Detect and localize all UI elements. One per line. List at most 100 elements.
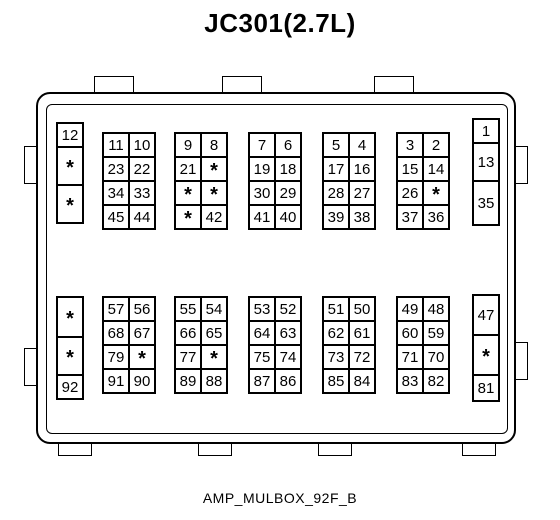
pin-cell: 47	[473, 295, 499, 335]
pin-column: **92	[56, 296, 84, 400]
unused-pin-cell: *	[57, 337, 83, 375]
pin-cell: 56	[129, 297, 155, 321]
pin-cell: 5	[323, 133, 349, 157]
housing-tab	[318, 442, 352, 456]
pin-cell: 51	[323, 297, 349, 321]
pin-cell: 63	[275, 321, 301, 345]
pin-cell: 38	[349, 205, 375, 229]
pin-cell: 72	[349, 345, 375, 369]
unused-pin-cell: *	[201, 157, 227, 181]
housing-tab	[198, 442, 232, 456]
pin-cell: 29	[275, 181, 301, 205]
pin-cell: 53	[249, 297, 275, 321]
pin-cell: 77	[175, 345, 201, 369]
pin-cell: 12	[57, 123, 83, 147]
pin-cell: 6	[275, 133, 301, 157]
pin-cell: 17	[323, 157, 349, 181]
housing-tab	[24, 348, 38, 386]
pin-cell: 44	[129, 205, 155, 229]
pin-cell: 82	[423, 369, 449, 393]
pin-cell: 18	[275, 157, 301, 181]
unused-pin-cell: *	[57, 297, 83, 337]
pin-cell: 34	[103, 181, 129, 205]
pin-cell: 1	[473, 119, 499, 143]
pin-cell: 83	[397, 369, 423, 393]
pin-cell: 35	[473, 181, 499, 225]
pin-column: 47*81	[472, 294, 500, 402]
pin-cell: 92	[57, 375, 83, 399]
pin-cell: 55	[175, 297, 201, 321]
pin-cell: 49	[397, 297, 423, 321]
pin-cell: 8	[201, 133, 227, 157]
housing-tab	[374, 76, 414, 94]
pin-cell: 74	[275, 345, 301, 369]
pin-cell: 79	[103, 345, 129, 369]
pin-cell: 10	[129, 133, 155, 157]
pin-cell: 37	[397, 205, 423, 229]
pin-cell: 90	[129, 369, 155, 393]
pin-cell: 70	[423, 345, 449, 369]
pin-cell: 15	[397, 157, 423, 181]
unused-pin-cell: *	[57, 185, 83, 223]
pin-cell: 75	[249, 345, 275, 369]
unused-pin-cell: *	[129, 345, 155, 369]
unused-pin-cell: *	[57, 147, 83, 185]
pin-cell: 28	[323, 181, 349, 205]
pin-cell: 65	[201, 321, 227, 345]
pin-cell: 62	[323, 321, 349, 345]
pin-cell: 87	[249, 369, 275, 393]
pin-cell: 9	[175, 133, 201, 157]
housing-tab	[58, 442, 92, 456]
pin-cell: 91	[103, 369, 129, 393]
pin-cell: 71	[397, 345, 423, 369]
pin-cell: 60	[397, 321, 423, 345]
diagram-title: JC301(2.7L)	[204, 8, 356, 38]
unused-pin-cell: *	[175, 205, 201, 229]
pin-cell: 85	[323, 369, 349, 393]
pin-cell: 27	[349, 181, 375, 205]
diagram-caption: AMP_MULBOX_92F_B	[202, 490, 358, 506]
pin-cell: 26	[397, 181, 423, 205]
housing-tab	[24, 146, 38, 184]
pin-cell: 66	[175, 321, 201, 345]
pin-cell: 23	[103, 157, 129, 181]
housing-tab	[514, 342, 528, 380]
unused-pin-cell: *	[175, 181, 201, 205]
pin-cell: 84	[349, 369, 375, 393]
pin-cell: 30	[249, 181, 275, 205]
pin-cell: 7	[249, 133, 275, 157]
housing-tab	[462, 442, 496, 456]
unused-pin-cell: *	[423, 181, 449, 205]
unused-pin-cell: *	[473, 335, 499, 375]
housing-tab	[222, 76, 262, 94]
pin-cell: 22	[129, 157, 155, 181]
pin-cell: 4	[349, 133, 375, 157]
pin-cell: 42	[201, 205, 227, 229]
pin-cell: 86	[275, 369, 301, 393]
pin-cell: 11	[103, 133, 129, 157]
pin-cell: 61	[349, 321, 375, 345]
pin-cell: 45	[103, 205, 129, 229]
pin-cell: 16	[349, 157, 375, 181]
pin-cell: 59	[423, 321, 449, 345]
pin-cell: 39	[323, 205, 349, 229]
pin-cell: 19	[249, 157, 275, 181]
pin-cell: 13	[473, 143, 499, 181]
pin-cell: 40	[275, 205, 301, 229]
pin-cell: 33	[129, 181, 155, 205]
pin-cell: 36	[423, 205, 449, 229]
pin-cell: 68	[103, 321, 129, 345]
pin-cell: 81	[473, 375, 499, 401]
pin-cell: 67	[129, 321, 155, 345]
connector-face	[46, 104, 508, 434]
pin-cell: 14	[423, 157, 449, 181]
pin-cell: 3	[397, 133, 423, 157]
pin-cell: 64	[249, 321, 275, 345]
